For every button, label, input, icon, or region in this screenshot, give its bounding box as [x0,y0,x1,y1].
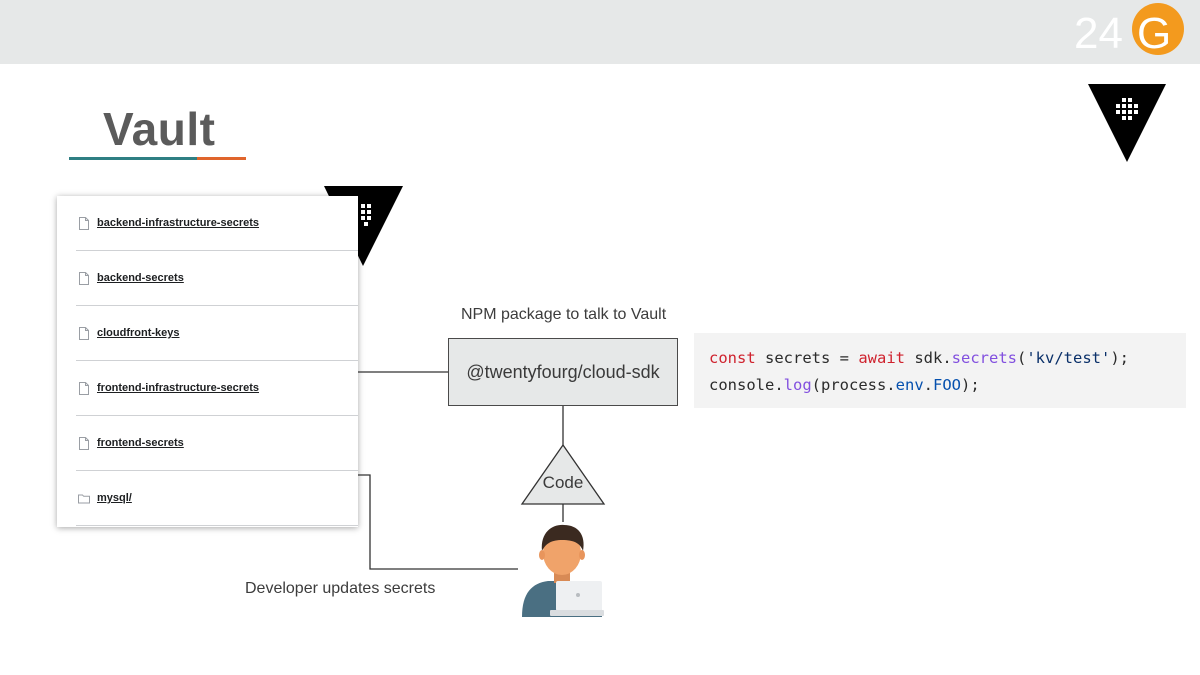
secret-item[interactable]: backend-secrets [76,251,358,306]
brand-logo-number: 24 [1074,9,1123,58]
code-token: env [895,376,924,394]
code-token: await [858,349,905,367]
secret-item[interactable]: cloudfront-keys [76,306,358,361]
code-token: log [783,376,812,394]
code-token: 'kv/test' [1026,349,1111,367]
code-token: secrets = [755,349,859,367]
file-icon [79,271,89,285]
sdk-package-label: @twentyfourg/cloud-sdk [466,361,660,382]
secret-item-label[interactable]: frontend-secrets [97,437,184,449]
vault-logo-icon [1088,84,1166,162]
secrets-list-panel: backend-infrastructure-secrets backend-s… [57,196,358,527]
sdk-package-box: @twentyfourg/cloud-sdk [448,338,678,406]
slide-title: Vault [103,103,216,155]
code-line-1: const secrets = await sdk.secrets('kv/te… [709,345,1186,372]
file-icon [79,216,89,230]
code-token: (process. [811,376,896,394]
brand-logo: 24 G [1074,3,1184,58]
developer-caption: Developer updates secrets [245,580,436,597]
code-token: . [923,376,933,394]
secret-item[interactable]: mysql/ [76,471,358,526]
code-token: console. [709,376,784,394]
npm-package-caption: NPM package to talk to Vault [461,306,667,323]
file-icon [79,436,89,450]
file-icon [79,326,89,340]
secret-item-label[interactable]: backend-secrets [97,272,184,284]
developer-laptop-icon [522,524,604,617]
secret-item-label[interactable]: cloudfront-keys [97,327,180,339]
code-label: Code [542,473,584,492]
file-icon [79,381,89,395]
underline-seg-2 [114,157,197,160]
code-token: secrets [951,349,1017,367]
secret-item[interactable]: frontend-infrastructure-secrets [76,361,358,416]
secret-item[interactable]: frontend-secrets [76,416,358,471]
developer-to-panel-line [358,474,518,570]
code-snippet: const secrets = await sdk.secrets('kv/te… [694,333,1186,408]
top-bar: 24 G [0,0,1200,64]
underline-seg-1 [69,157,114,160]
brand-logo-circle [1132,3,1184,55]
underline-seg-3 [197,157,246,160]
code-token: FOO [933,376,961,394]
code-line-2: console.log(process.env.FOO); [709,372,1186,399]
secret-item[interactable]: backend-infrastructure-secrets [76,196,358,251]
code-token: const [709,349,756,367]
code-token: sdk. [905,349,952,367]
title-underline [69,157,246,160]
secret-item-label[interactable]: frontend-infrastructure-secrets [97,382,259,394]
code-token: ( [1017,349,1027,367]
secret-item-label[interactable]: backend-infrastructure-secrets [97,217,260,229]
secret-item-label[interactable]: mysql/ [97,492,132,504]
folder-icon [78,494,90,503]
brand-logo-letter: G [1137,9,1171,58]
code-token: ); [1110,349,1130,367]
code-token: ); [961,376,980,394]
